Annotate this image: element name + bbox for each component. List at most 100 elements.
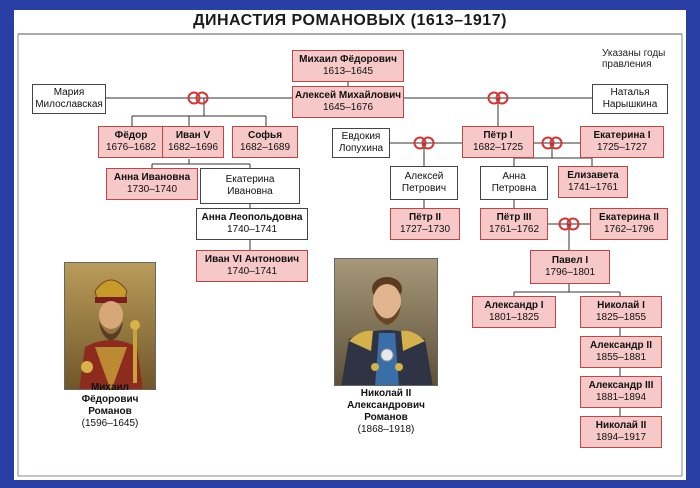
node-ekaterina-i[interactable]: Екатерина I 1725–1727 (580, 126, 664, 158)
portrait-mikhail-image (65, 263, 155, 389)
node-years: 1730–1740 (126, 184, 178, 195)
node-line: Мария (53, 87, 85, 98)
node-peter-iii[interactable]: Пётр III 1761–1762 (480, 208, 548, 240)
node-years: 1825–1855 (595, 312, 647, 323)
node-name: Александр I (484, 300, 544, 311)
node-peter-i[interactable]: Пётр I 1682–1725 (462, 126, 534, 158)
node-years: 1613–1645 (322, 66, 374, 77)
caption-line: Романов (88, 406, 132, 417)
node-name: Павел I (551, 255, 589, 266)
caption-line: Николай II (360, 388, 412, 399)
connector-lines (17, 33, 683, 477)
node-line: Милославская (35, 99, 103, 110)
node-name: Иван V (175, 130, 211, 141)
node-lopukhina[interactable]: Евдокия Лопухина (332, 128, 390, 158)
node-years: 1682–1696 (167, 142, 219, 153)
node-ivan-vi[interactable]: Иван VI Антонович 1740–1741 (196, 250, 308, 282)
node-line: Екатерина (225, 174, 275, 185)
node-years: 1682–1689 (239, 142, 291, 153)
node-sofya[interactable]: Софья 1682–1689 (232, 126, 298, 158)
node-name: Алексей Михайлович (294, 90, 402, 101)
node-ekaterina-ivanovna[interactable]: Екатерина Ивановна (200, 168, 300, 204)
node-line: Лопухина (338, 143, 384, 154)
node-name: Анна Ивановна (113, 172, 191, 183)
node-years: 1796–1801 (544, 267, 596, 278)
node-alexei-petrovich[interactable]: Алексей Петрович (390, 166, 458, 200)
node-line: Анна (502, 171, 526, 182)
diagram-frame: ДИНАСТИЯ РОМАНОВЫХ (1613–1917) Указаны г… (14, 10, 686, 480)
marriage-ring-icon (487, 91, 501, 105)
node-line: Наталья (610, 87, 650, 98)
node-name: Пётр II (408, 212, 442, 223)
node-name: Екатерина I (593, 130, 651, 141)
node-years: 1727–1730 (399, 224, 451, 235)
node-elizaveta[interactable]: Елизавета 1741–1761 (558, 166, 628, 198)
node-name: Фёдор (114, 130, 148, 141)
node-name: Анна Леопольдовна (201, 212, 303, 223)
node-years: 1761–1762 (488, 224, 540, 235)
node-years: 1762–1796 (603, 224, 655, 235)
node-alexander-ii[interactable]: Александр II 1855–1881 (580, 336, 662, 368)
node-miloslavskaya[interactable]: Мария Милославская (32, 84, 106, 114)
node-years: 1881–1894 (595, 392, 647, 403)
portrait-nikolai-image (335, 259, 437, 385)
marriage-ring-icon (558, 217, 572, 231)
node-mikhail[interactable]: Михаил Фёдорович 1613–1645 (292, 50, 404, 82)
marriage-ring-icon (566, 217, 580, 231)
caption-life-years: (1596–1645) (81, 418, 139, 429)
node-name: Пётр I (483, 130, 513, 141)
node-line: Алексей (404, 171, 444, 182)
legend-note: Указаны годы правления (602, 48, 682, 70)
caption-mikhail: Михаил Фёдорович Романов (1596–1645) (54, 382, 166, 430)
node-line: Евдокия (341, 131, 381, 142)
node-nikolai-ii[interactable]: Николай II 1894–1917 (580, 416, 662, 448)
node-name: Михаил Фёдорович (299, 54, 397, 65)
node-pavel-i[interactable]: Павел I 1796–1801 (530, 250, 610, 284)
node-peter-ii[interactable]: Пётр II 1727–1730 (390, 208, 460, 240)
node-name: Софья (247, 130, 283, 141)
marriage-ring-icon (195, 91, 209, 105)
node-fedor[interactable]: Фёдор 1676–1682 (98, 126, 164, 158)
portrait-mikhail (64, 262, 156, 390)
node-nikolai-i[interactable]: Николай I 1825–1855 (580, 296, 662, 328)
marriage-ring-icon (421, 136, 435, 150)
node-alexander-iii[interactable]: Александр III 1881–1894 (580, 376, 662, 408)
node-name: Александр II (590, 340, 652, 351)
node-anna-leopoldovna[interactable]: Анна Леопольдовна 1740–1741 (196, 208, 308, 240)
node-years: 1801–1825 (488, 312, 540, 323)
node-line: Петровна (491, 183, 537, 194)
node-name: Пётр III (496, 212, 532, 223)
node-years: 1676–1682 (105, 142, 157, 153)
marriage-ring-icon (541, 136, 555, 150)
node-ekaterina-ii[interactable]: Екатерина II 1762–1796 (590, 208, 668, 240)
node-line: Петрович (401, 183, 447, 194)
marriage-rings (187, 91, 580, 231)
node-anna-ivanovna[interactable]: Анна Ивановна 1730–1740 (106, 168, 198, 200)
node-years: 1894–1917 (595, 432, 647, 443)
node-years: 1645–1676 (322, 102, 374, 113)
node-years: 1682–1725 (472, 142, 524, 153)
caption-line: Фёдорович (81, 394, 139, 405)
node-alexei-mikhailovich[interactable]: Алексей Михайлович 1645–1676 (292, 86, 404, 118)
marriage-ring-icon (187, 91, 201, 105)
marriage-ring-icon (495, 91, 509, 105)
node-years: 1855–1881 (595, 352, 647, 363)
caption-nikolai: Николай II Александрович Романов (1868–1… (326, 388, 446, 436)
marriage-ring-icon (549, 136, 563, 150)
node-naryshkina[interactable]: Наталья Нарышкина (592, 84, 668, 114)
node-ivan-v[interactable]: Иван V 1682–1696 (162, 126, 224, 158)
node-name: Елизавета (567, 170, 619, 181)
caption-line: Романов (364, 412, 408, 423)
node-years: 1740–1741 (226, 266, 278, 277)
node-anna-petrovna[interactable]: Анна Петровна (480, 166, 548, 200)
node-name: Александр III (588, 380, 654, 391)
legend-note-line-2: правления (602, 59, 652, 70)
marriage-ring-icon (413, 136, 427, 150)
node-name: Николай I (597, 300, 645, 311)
caption-line: Александрович (347, 400, 425, 411)
node-line: Ивановна (227, 186, 273, 197)
legend-note-line-1: Указаны годы (602, 48, 666, 59)
node-name: Екатерина II (599, 212, 659, 223)
node-years: 1741–1761 (567, 182, 619, 193)
node-alexander-i[interactable]: Александр I 1801–1825 (472, 296, 556, 328)
